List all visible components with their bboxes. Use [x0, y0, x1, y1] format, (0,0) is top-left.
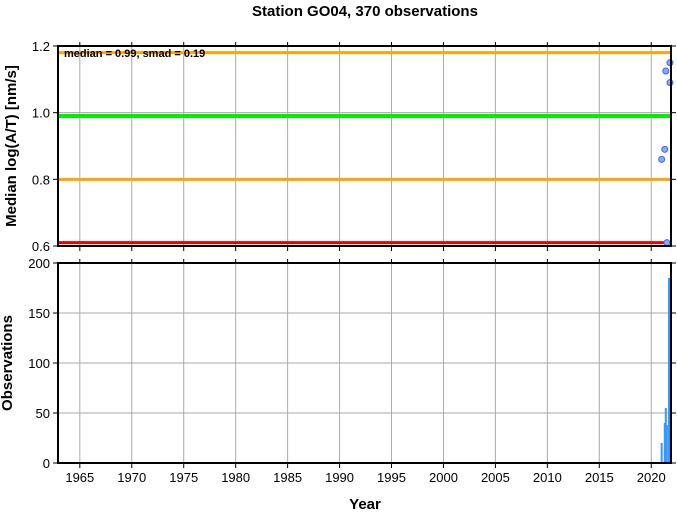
- data-point: [663, 239, 671, 247]
- x-tick-label: 1995: [377, 470, 406, 485]
- y-tick-label: 1.0: [32, 106, 50, 121]
- x-tick-label: 2010: [533, 470, 562, 485]
- bar: [668, 278, 670, 463]
- y-tick-label: 0.8: [32, 172, 50, 187]
- top-y-label: Median log(A/T) [nm/s]: [3, 65, 20, 227]
- x-tick-label: 2000: [429, 470, 458, 485]
- y-tick-label: 200: [28, 256, 50, 271]
- bar: [665, 425, 668, 463]
- bar: [663, 423, 666, 463]
- data-point: [658, 155, 666, 163]
- x-tick-label: 1980: [221, 470, 250, 485]
- x-tick-label: 1990: [325, 470, 354, 485]
- top-frame: [57, 45, 672, 247]
- bar: [668, 433, 670, 463]
- y-tick-label: 0.6: [32, 239, 50, 254]
- stats-annotation: median = 0.99, smad = 0.19: [64, 48, 205, 60]
- x-tick-label: 2005: [481, 470, 510, 485]
- bottom-frame: [57, 262, 672, 464]
- bottom-y-label: Observations: [0, 315, 16, 411]
- bar: [664, 408, 667, 463]
- data-point: [662, 67, 670, 75]
- x-tick-label: 1975: [169, 470, 198, 485]
- x-label: Year: [349, 496, 381, 511]
- y-tick-label: 150: [28, 306, 50, 321]
- y-tick-label: 0: [43, 456, 50, 471]
- data-point: [661, 145, 669, 153]
- bar: [660, 443, 663, 463]
- x-tick-label: 1970: [117, 470, 146, 485]
- chart-title: Station GO04, 370 observations: [252, 3, 478, 20]
- x-tick-label: 2020: [637, 470, 666, 485]
- x-tick-label: 1985: [273, 470, 302, 485]
- y-tick-label: 50: [36, 406, 50, 421]
- y-tick-label: 1.2: [32, 39, 50, 54]
- x-tick-label: 1965: [65, 470, 94, 485]
- x-tick-label: 2015: [585, 470, 614, 485]
- data-point: [666, 59, 674, 67]
- y-tick-label: 100: [28, 356, 50, 371]
